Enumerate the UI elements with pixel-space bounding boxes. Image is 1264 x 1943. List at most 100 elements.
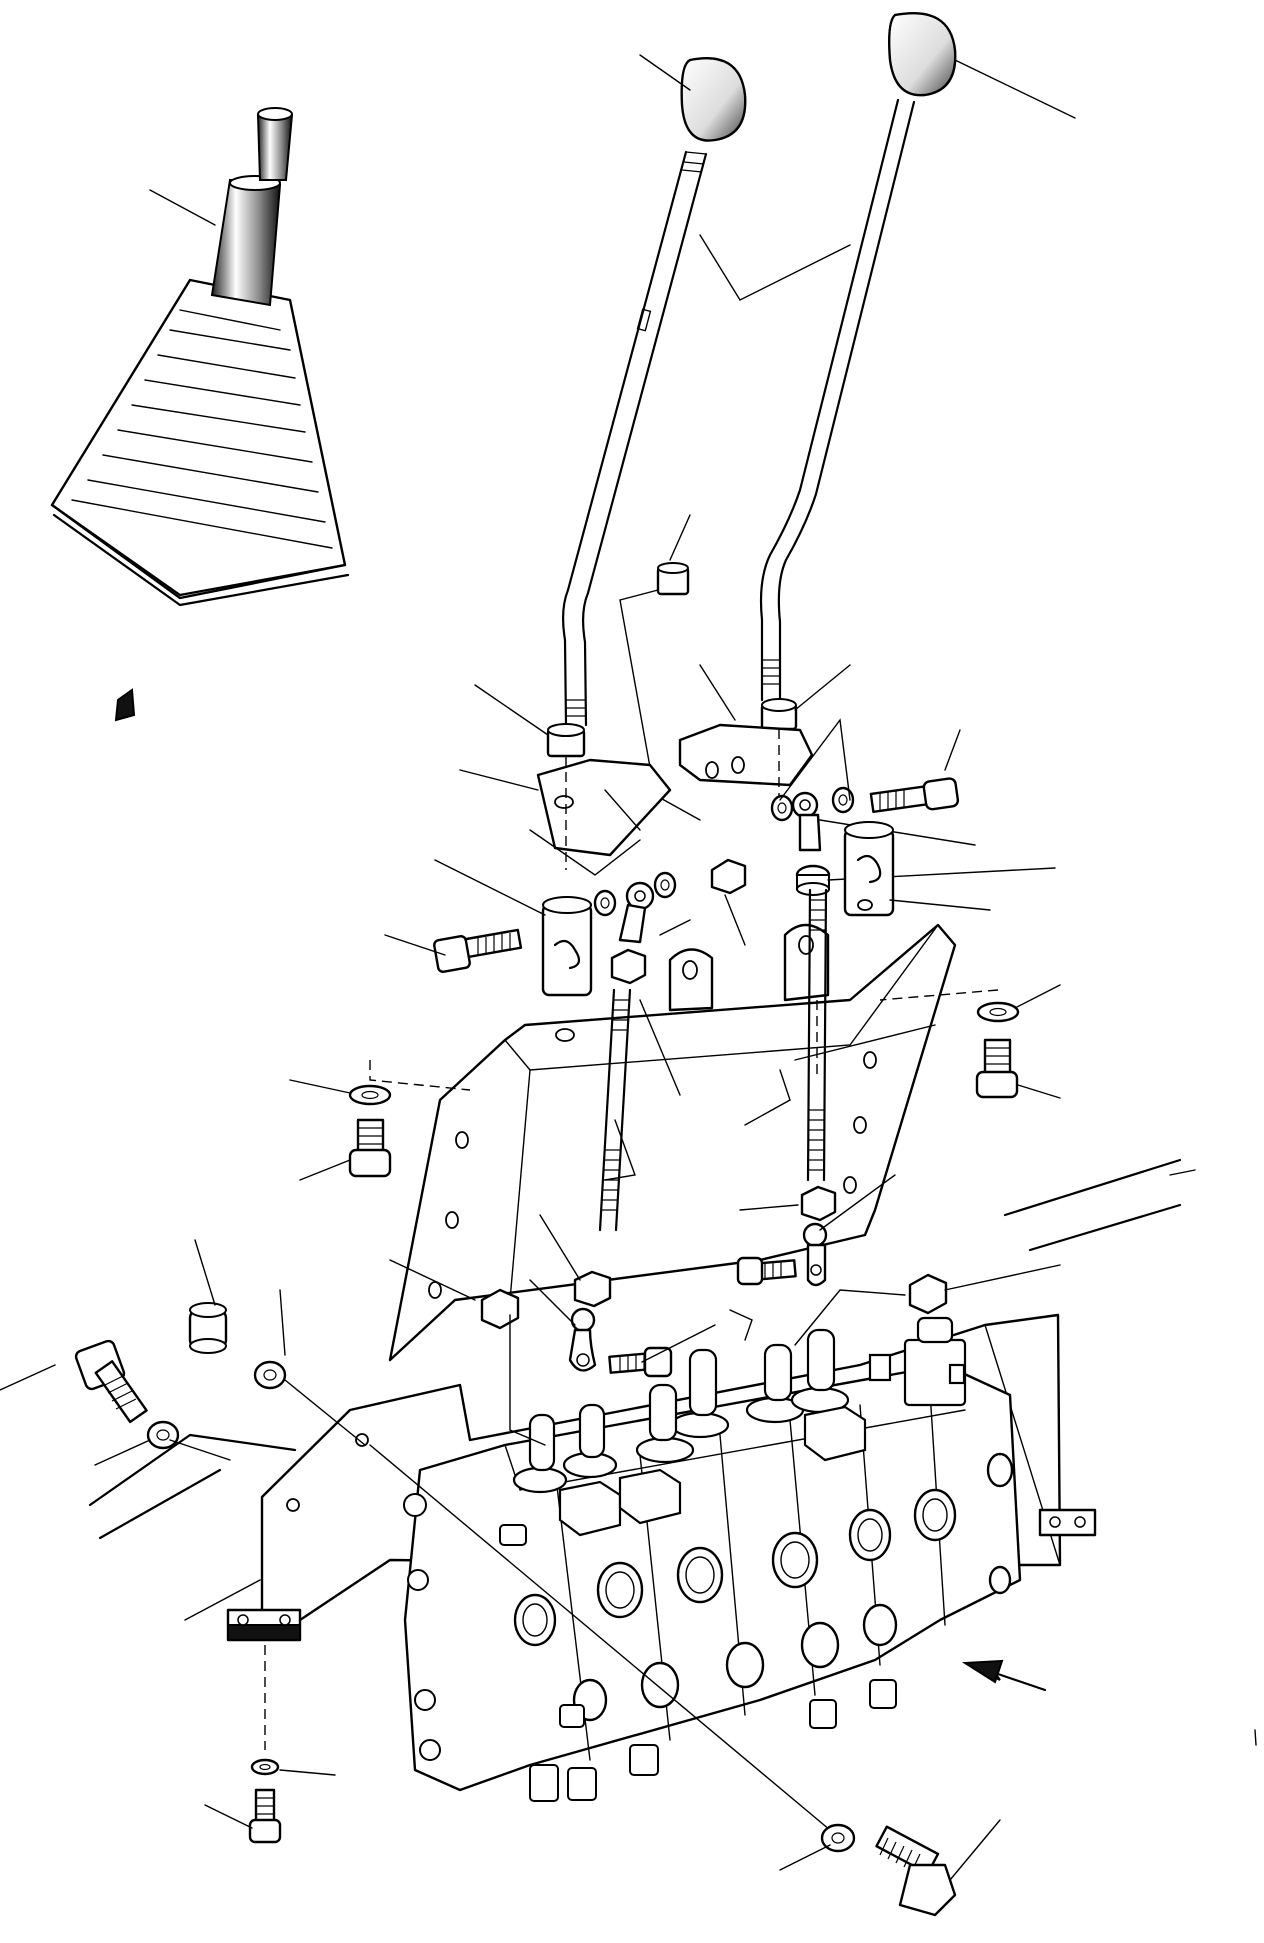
leader-line [384, 934, 446, 956]
capscrew-bracket-left [348, 1118, 392, 1178]
leader-line [819, 1174, 896, 1231]
small-clip-symbol [114, 688, 136, 722]
lever-nut-left [546, 723, 586, 758]
leader-line [794, 664, 851, 711]
leader-line [724, 894, 746, 946]
washer-spacer [253, 1360, 287, 1390]
leader-line [529, 829, 641, 876]
washer-bracket-left [348, 1084, 392, 1106]
leader-line [289, 1079, 351, 1094]
leader-line [739, 1204, 799, 1211]
washer-left-a [593, 889, 617, 917]
leader-line [779, 1844, 831, 1871]
capscrew-plate-foot [248, 1788, 282, 1844]
leader-line [779, 718, 851, 801]
hex-bolt-left [433, 928, 523, 973]
leader-line [729, 1309, 753, 1341]
leader-line [889, 899, 991, 911]
right-lever-knob [887, 12, 957, 97]
left-control-lever [561, 150, 708, 727]
left-lever-bracket [536, 758, 672, 857]
leader-line [944, 729, 961, 771]
hex-nut-centre [710, 858, 747, 895]
leader-line [459, 769, 539, 791]
leader-line [169, 1439, 231, 1461]
frame-rail [1028, 1203, 1182, 1252]
ball-joint-lower-left [568, 1307, 597, 1372]
leader-line [539, 1214, 581, 1281]
leader-line [0, 1364, 56, 1391]
rod-nut-left [610, 948, 647, 985]
clevis-block-left [541, 896, 593, 997]
lock-nut-plate-right [908, 1273, 948, 1315]
left-lever-knob [680, 57, 747, 142]
washer-left-b [653, 871, 677, 899]
leader-line [284, 1379, 366, 1446]
leader-line [434, 859, 546, 916]
leader-line [819, 819, 976, 846]
spacer-bushing [188, 1302, 228, 1354]
leader-line [279, 1769, 336, 1776]
leader-line [954, 59, 1076, 119]
leader-line [509, 1314, 546, 1446]
lever-nut-right [760, 698, 798, 731]
capscrew-lower-bolt [875, 1825, 957, 1917]
rubber-gaiter-boot [50, 278, 350, 607]
frame-rail [1003, 1158, 1182, 1217]
main-lever-bracket [388, 899, 957, 1362]
lock-nut-bracket [480, 1288, 520, 1330]
rod-nut-lower-left [573, 1270, 612, 1308]
connecting-rod-right [806, 888, 828, 1182]
small-nut-top [656, 562, 690, 596]
ball-joint-right [791, 791, 822, 852]
capscrew-upper-right [869, 777, 960, 814]
leader-line [474, 684, 549, 736]
capscrew-bracket-right [975, 1038, 1019, 1099]
leader-line [149, 189, 216, 226]
gaiter-shaft-sleeve [210, 107, 294, 307]
leader-line [794, 1289, 906, 1346]
leader-line [604, 1119, 636, 1181]
right-lever-bracket [678, 723, 814, 787]
washer-valve-mount [146, 1420, 180, 1450]
edge-mark [1254, 1729, 1257, 1746]
through-bolt-axis [369, 1444, 831, 1831]
leader-line [669, 514, 691, 561]
leader-line [389, 1259, 476, 1301]
rod-nut-lower-right [800, 1185, 837, 1222]
capscrew-valve-mount [74, 1339, 148, 1424]
frame-rail [98, 1468, 222, 1540]
connecting-rod-left [598, 988, 632, 1232]
clevis-block-right [843, 821, 895, 917]
washer-bracket-right [976, 1001, 1020, 1023]
leader-line [639, 999, 681, 1096]
leader-line [794, 1024, 936, 1061]
washer-right-b [831, 786, 855, 814]
capscrew-lower-right [736, 1256, 797, 1286]
leader-line [299, 1159, 351, 1181]
washer-plate-foot [250, 1758, 280, 1776]
leader-line [184, 1579, 261, 1621]
washer-right-a [770, 794, 794, 822]
leader-line [659, 919, 691, 936]
leader-line [619, 589, 701, 821]
leader-line [94, 1439, 151, 1466]
leader-line [639, 54, 691, 91]
leader-line [1169, 1169, 1196, 1176]
leader-line [279, 1289, 286, 1356]
leader-line [699, 664, 736, 721]
frame-rail [88, 1433, 297, 1507]
leader-line [1017, 1084, 1061, 1099]
right-control-lever [759, 98, 916, 702]
assembly-axis [879, 989, 999, 1001]
assembly-axis [369, 1060, 471, 1091]
view-direction-arrow [961, 1659, 1047, 1692]
leader-line [944, 1264, 1061, 1291]
leader-line [204, 1804, 253, 1829]
leader-line [699, 234, 851, 301]
leader-line [949, 1819, 1001, 1881]
leader-line [641, 1324, 716, 1363]
hydraulic-control-valve [403, 1316, 1022, 1802]
ball-joint-lower-right [802, 1222, 828, 1287]
